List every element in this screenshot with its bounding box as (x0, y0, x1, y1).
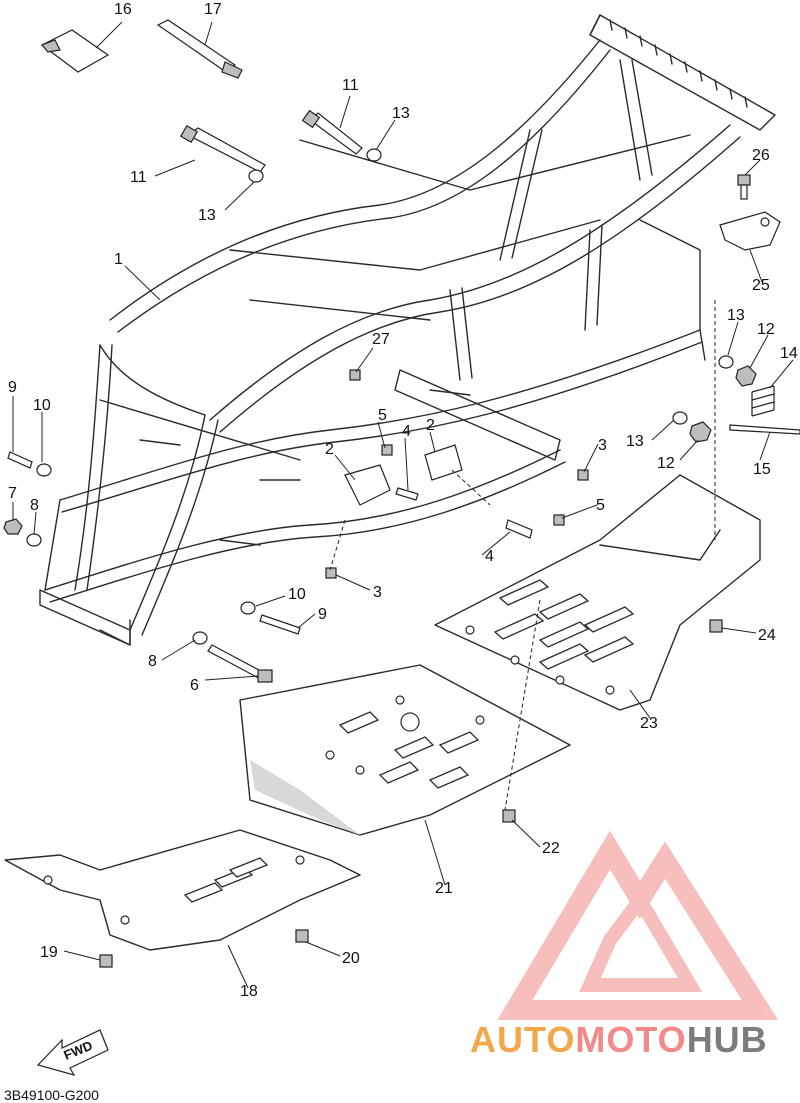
bolts-9-10-lower (192, 601, 301, 683)
brackets-2 (344, 444, 463, 506)
leader-lines (12, 21, 794, 989)
bolts-4-5 (325, 444, 589, 579)
part-11-bolt-long-a (179, 124, 266, 173)
callout-5a: 5 (378, 407, 387, 424)
washer-13a (248, 169, 264, 183)
nut-12a (735, 365, 757, 387)
callout-13a: 13 (392, 105, 410, 122)
part-17-tool (156, 19, 243, 79)
washer-13b (366, 148, 382, 162)
callout-8a: 8 (30, 497, 39, 514)
callout-12a: 12 (757, 321, 775, 338)
callout-4a: 4 (402, 423, 411, 440)
callout-16: 16 (114, 1, 132, 18)
callout-11b: 11 (130, 169, 147, 186)
part-16-tube-packet (40, 29, 110, 73)
callout-18: 18 (240, 983, 258, 1000)
callout-24: 24 (758, 627, 776, 644)
callout-15: 15 (753, 461, 771, 478)
nut-12b (689, 421, 712, 443)
callout-5b: 5 (596, 497, 605, 514)
callout-11a: 11 (342, 77, 359, 94)
callout-27: 27 (372, 331, 390, 348)
forward-arrow: FWD (36, 1029, 109, 1076)
bolts-19-20-22-24 (99, 619, 723, 968)
callout-17: 17 (204, 1, 222, 18)
callout-13c: 13 (727, 307, 745, 324)
watermark-moto: MOTO (575, 1019, 686, 1060)
callout-4b: 4 (485, 548, 494, 565)
callout-1: 1 (114, 251, 123, 268)
callout-8b: 8 (148, 653, 157, 670)
callout-2b: 2 (325, 441, 334, 458)
callout-7: 7 (8, 485, 17, 502)
washer-13d (672, 411, 688, 425)
callout-14: 14 (780, 345, 798, 362)
bracket-25 (719, 211, 781, 251)
watermark-hub: HUB (687, 1019, 768, 1060)
skid-plate-18 (4, 829, 361, 951)
callout-9b: 9 (318, 606, 327, 623)
callout-3a: 3 (598, 437, 607, 454)
callout-labels: 16 17 11 13 11 13 1 27 9 10 7 8 5 4 2 2 … (8, 1, 798, 1000)
bolt-26 (737, 174, 751, 200)
watermark-auto: AUTO (470, 1019, 575, 1060)
washer-13c (718, 355, 734, 369)
callout-6: 6 (190, 677, 199, 694)
callout-25: 25 (752, 277, 770, 294)
callout-26: 26 (752, 147, 770, 164)
callout-3b: 3 (373, 584, 382, 601)
svg-text:AUTOMOTOHUB: AUTOMOTOHUB (470, 1019, 768, 1060)
callout-22: 22 (542, 840, 560, 857)
callout-13d: 13 (626, 433, 644, 450)
callout-13b: 13 (198, 207, 216, 224)
spring-14 (751, 385, 775, 417)
callout-12b: 12 (657, 455, 675, 472)
callout-19: 19 (40, 944, 58, 961)
part-11-bolt-long-b (301, 109, 363, 155)
watermark-logo (497, 830, 779, 1020)
callout-20: 20 (342, 950, 360, 967)
rod-15 (729, 424, 800, 435)
callout-2a: 2 (426, 417, 435, 434)
callout-21: 21 (435, 880, 453, 897)
callout-23: 23 (640, 715, 658, 732)
callout-10a: 10 (33, 397, 51, 414)
bolt-27 (349, 369, 361, 381)
watermark-text: AUTOMOTOHUB (470, 1019, 768, 1060)
bolts-9-10-left (3, 451, 52, 547)
skid-plate-23 (434, 474, 761, 711)
main-frame (39, 14, 776, 646)
diagram-code: 3B49100-G200 (4, 1087, 99, 1103)
skid-plate-21 (239, 664, 571, 836)
callout-9a: 9 (8, 379, 17, 396)
callout-10b: 10 (288, 586, 306, 603)
